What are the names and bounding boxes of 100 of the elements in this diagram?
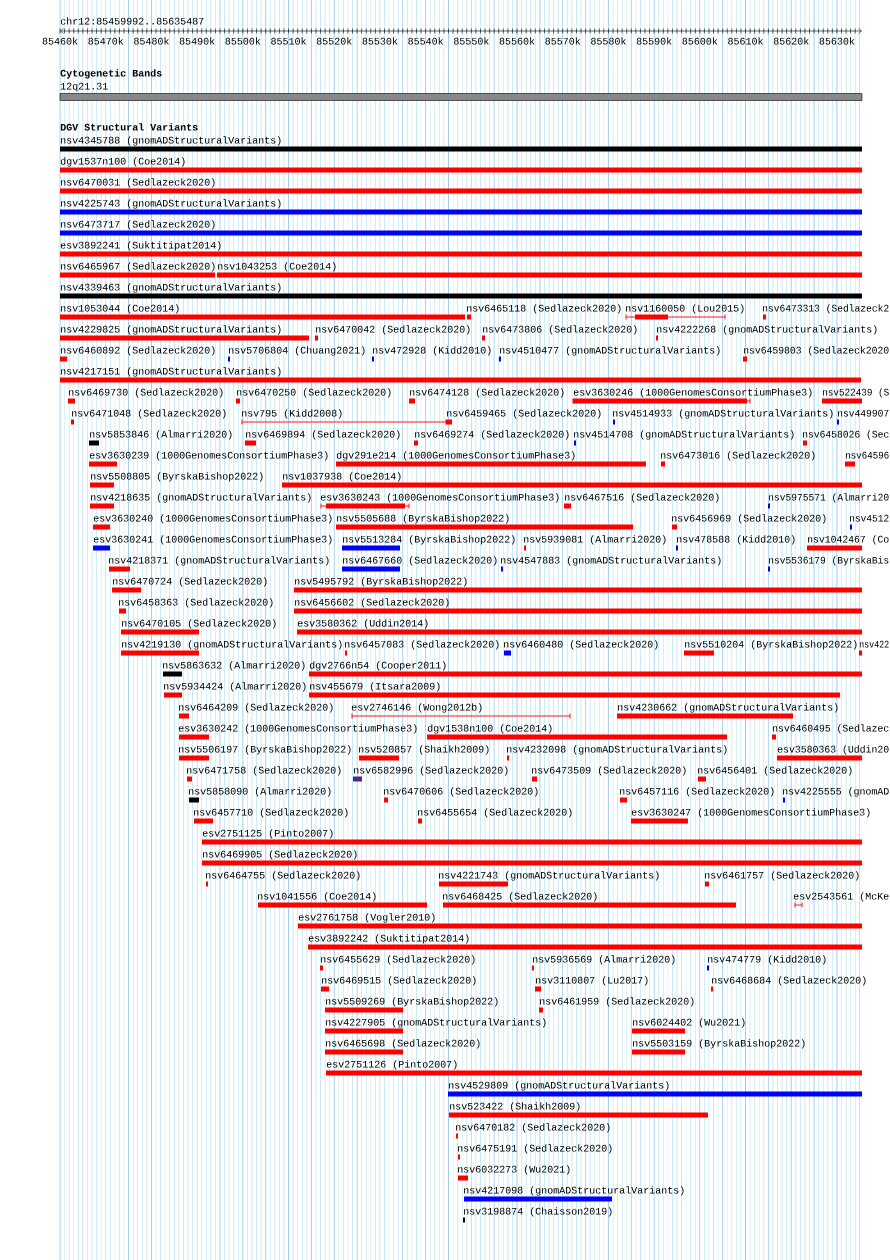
feature-label: dgv1538n100 (Coe2014)	[427, 724, 552, 734]
feature-label: esv3630242 (1000GenomesConsortiumPhase3)	[178, 724, 417, 734]
feature-label: nsv5939081 (Almarri2020)	[524, 535, 666, 545]
feature-label: dgv2766n54 (Cooper2011)	[309, 661, 446, 671]
feature-label: nsv5863632 (Almarri2020)	[163, 661, 305, 671]
tick-label: 85560k	[499, 37, 535, 45]
band-label: 12q21.31	[60, 82, 108, 92]
feature-label: nsv5858090 (Almarri2020)	[189, 787, 331, 797]
feature-label: nsv6467660 (Sedlazeck2020)	[343, 556, 497, 566]
feature-label: nsv3198874 (Chaisson2019)	[464, 1207, 612, 1217]
feature-label: nsv5506197 (ByrskaBishop2022)	[179, 745, 351, 755]
feature-label: nsv6467516 (Sedlazeck2020)	[565, 493, 719, 503]
feature-label: nsv6024402 (Wu2021)	[633, 1018, 745, 1028]
feature-label: nsv5706804 (Chuang2021)	[229, 346, 365, 356]
feature-label: nsv1053044 (Coe2014)	[61, 304, 179, 314]
tick-label: 85550k	[453, 37, 489, 45]
feature-label: nsv6464209 (Sedlazeck2020)	[179, 703, 333, 713]
feature-label: nsv5936569 (Almarri2020)	[533, 955, 675, 965]
feature-label: dgv1537n100 (Coe2014)	[60, 157, 185, 167]
feature-label: nsv6469515 (Sedlazeck2020)	[322, 976, 476, 986]
feature-label: nsv6473016 (Sedlazeck2020)	[661, 451, 815, 461]
feature-label: nsv6473509 (Sedlazeck2020)	[532, 766, 686, 776]
feature-label: nsv6469905 (Sedlazeck2020)	[203, 850, 357, 860]
tick-label: 85460k	[42, 37, 78, 45]
feature-label: nsv6458363 (Sedlazeck2020)	[119, 598, 273, 608]
feature-label: nsv5503159 (ByrskaBishop2022)	[633, 1039, 805, 1049]
feature-label: nsv4225743 (gnomADStructuralVariants)	[61, 199, 281, 209]
feature-label: nsv6468684 (Sedlazeck2020)	[712, 976, 866, 986]
feature-label: nsv1160050 (Lou2015)	[626, 304, 744, 314]
feature-label: nsv4510477 (gnomADStructuralVariants)	[500, 346, 720, 356]
feature-label: nsv4219130 (gnomADStructuralVariants)	[122, 640, 342, 650]
feature-label: nsv5505688 (ByrskaBishop2022)	[337, 514, 509, 524]
feature-label: nsv64596	[846, 451, 889, 459]
tick-label: 85470k	[88, 37, 124, 45]
feature-label: nsv6471758 (Sedlazeck2020)	[187, 766, 341, 776]
tick-label: 85500k	[225, 37, 261, 45]
feature-label: nsv1041556 (Coe2014)	[258, 892, 376, 902]
tick-label: 85590k	[636, 37, 672, 45]
feature-label: nsv6457116 (Sedlazeck2020)	[620, 787, 774, 797]
feature-label: nsv6456969 (Sedlazeck2020)	[672, 514, 826, 524]
feature-label: nsv6473806 (Sedlazeck2020)	[483, 325, 637, 335]
feature-label: esv3630239 (1000GenomesConsortiumPhase3)	[89, 451, 328, 461]
feature-label: nsv6465967 (Sedlazeck2020)	[61, 262, 215, 272]
feature-label: nsv6470606 (Sedlazeck2020)	[384, 787, 538, 797]
feature-label: nsv6458026 (Sec	[803, 430, 889, 440]
track-title: Cytogenetic Bands	[60, 69, 162, 79]
feature-label: nsv5508805 (ByrskaBishop2022)	[91, 472, 263, 482]
feature-label: esv2751126 (Pinto2007)	[326, 1060, 457, 1070]
feature-label: nsv474779 (Kidd2010)	[708, 955, 826, 965]
feature-label: nsv6461757 (Sedlazeck2020)	[705, 871, 859, 881]
feature-label: nsv6470250 (Sedlazeck2020)	[237, 388, 391, 398]
feature-label: nsv795 (Kidd2008)	[242, 409, 342, 419]
tick-label: 85630k	[819, 37, 855, 45]
feature-label: nsv6465698 (Sedlazeck2020)	[326, 1039, 480, 1049]
feature-label: nsv1042467 (Co	[808, 535, 889, 545]
feature-label: esv3630240 (1000GenomesConsortiumPhase3)	[93, 514, 332, 524]
feature-label: nsv6470724 (Sedlazeck2020)	[113, 577, 267, 587]
feature-label: nsv4218635 (gnomADStructuralVariants)	[91, 493, 311, 503]
feature-label: esv3630243 (1000GenomesConsortiumPhase3)	[320, 493, 559, 503]
tick-label: 85600k	[682, 37, 718, 45]
feature-label: nsv4512	[850, 514, 889, 522]
feature-label: nsv6457083 (Sedlazeck2020)	[345, 640, 499, 650]
tick-label: 85540k	[408, 37, 444, 45]
feature-label: nsv6460480 (Sedlazeck2020)	[504, 640, 658, 650]
feature-label: nsv3110807 (Lu2017)	[536, 976, 648, 986]
feature-label: nsv4218371 (gnomADStructuralVariants)	[109, 556, 329, 566]
feature-label: nsv6460892 (Sedlazeck2020)	[61, 346, 215, 356]
track-title: DGV Structural Variants	[60, 123, 198, 131]
feature-label: nsv4222268 (gnomADStructuralVariants)	[657, 325, 877, 335]
tick-label: 85530k	[362, 37, 398, 45]
tick-label: 85570k	[545, 37, 581, 45]
feature-label: nsv6470105 (Sedlazeck2020)	[122, 619, 276, 629]
feature-label: nsv5510204 (ByrskaBishop2022)	[685, 640, 857, 650]
feature-label: nsv5975571 (Almarri20	[769, 493, 889, 503]
tick-label: 85520k	[316, 37, 352, 45]
feature-label: nsv6464755 (Sedlazeck2020)	[206, 871, 360, 881]
feature-label: nsv5536179 (ByrskaBis	[769, 556, 889, 566]
feature-label: nsv5495792 (ByrskaBishop2022)	[295, 577, 467, 587]
feature-label: esv2543561 (McKe	[793, 892, 889, 902]
tick-label: 85490k	[179, 37, 215, 45]
feature-label: esv3630247 (1000GenomesConsortiumPhase3)	[631, 808, 870, 818]
feature-label: nsv4229825 (gnomADStructuralVariants)	[61, 325, 281, 335]
feature-label: nsv6455629 (Sedlazeck2020)	[321, 955, 475, 965]
feature-label: nsv6470031 (Sedlazeck2020)	[61, 178, 215, 188]
tick-label: 85480k	[134, 37, 169, 45]
feature-label: esv3892241 (Suktitipat2014)	[60, 241, 221, 251]
feature-label: nsv6456401 (Sedlazeck2020)	[698, 766, 852, 776]
feature-label: nsv6469894 (Sedlazeck2020)	[246, 430, 400, 440]
feature-label: nsv6465118 (Sedlazeck2020)	[467, 304, 621, 314]
feature-label: nsv422	[859, 640, 889, 648]
feature-label: nsv6032273 (Wu2021)	[458, 1165, 570, 1175]
feature-label: nsv4547883 (gnomADStructuralVariants)	[501, 556, 721, 566]
feature-label: nsv4221743 (gnomADStructuralVariants)	[439, 871, 659, 881]
feature-label: esv2751125 (Pinto2007)	[202, 829, 333, 839]
feature-label: nsv5509269 (ByrskaBishop2022)	[326, 997, 498, 1007]
feature-label: nsv6456602 (Sedlazeck2020)	[295, 598, 449, 608]
feature-label: nsv4345788 (gnomADStructuralVariants)	[61, 136, 281, 146]
feature-label: nsv4514708 (gnomADStructuralVariants)	[574, 430, 794, 440]
feature-label: nsv6457710 (Sedlazeck2020)	[194, 808, 348, 818]
feature-label: nsv5853846 (Almarri2020)	[90, 430, 232, 440]
